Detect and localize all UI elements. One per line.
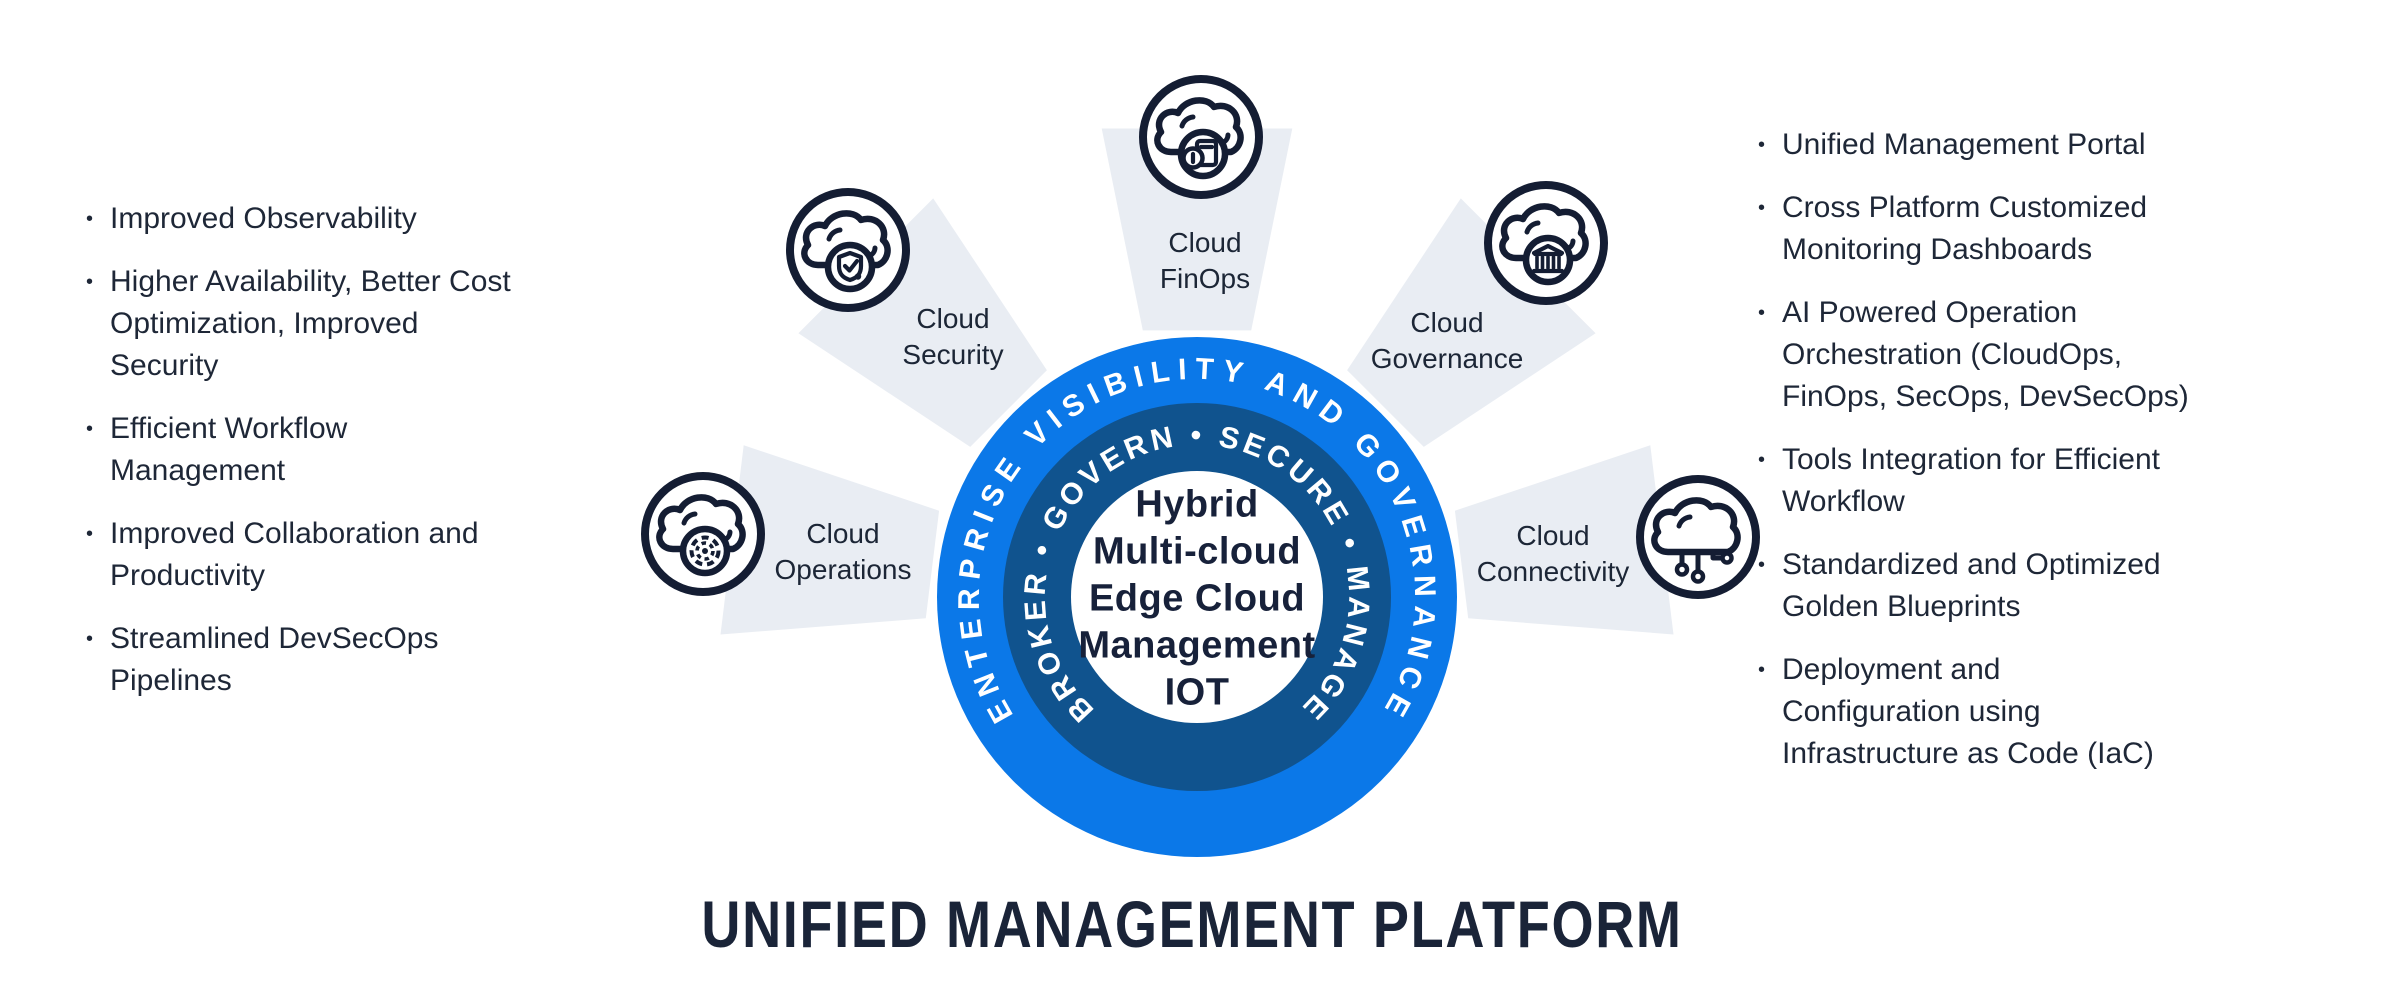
bullet-icon: • (1758, 197, 1766, 219)
features-list: • Unified Management Portal • Cross Plat… (1758, 124, 2368, 796)
feature-text: Cross Platform Customized Monitoring Das… (1782, 191, 2148, 266)
feature-text: Deployment and Configuration using Infra… (1782, 653, 2154, 770)
list-item: • Deployment and Configuration using Inf… (1758, 649, 2368, 775)
list-item: • AI Powered Operation Orchestration (Cl… (1758, 292, 2368, 418)
list-item: • Unified Management Portal (1758, 124, 2368, 166)
bullet-icon: • (86, 523, 94, 545)
spoke-ray-connectivity (1454, 445, 1674, 635)
bullet-icon: • (1758, 659, 1766, 681)
bullet-icon: • (1758, 134, 1766, 156)
list-item: • Tools Integration for Efficient Workfl… (1758, 439, 2368, 523)
bullet-icon: • (1758, 302, 1766, 324)
benefits-list: • Improved Observability • Higher Availa… (86, 198, 676, 723)
list-item: • Improved Observability (86, 198, 676, 240)
benefit-text: Higher Availability, Better Cost Optimiz… (110, 265, 511, 382)
bullet-icon: • (1758, 554, 1766, 576)
feature-text: Standardized and Optimized Golden Bluepr… (1782, 548, 2161, 623)
list-item: • Higher Availability, Better Cost Optim… (86, 261, 676, 387)
benefit-text: Improved Observability (110, 202, 417, 235)
feature-text: Unified Management Portal (1782, 128, 2146, 161)
list-item: • Cross Platform Customized Monitoring D… (1758, 187, 2368, 271)
spoke-ray-governance (1347, 198, 1596, 447)
cloud-governance-icon (1484, 181, 1608, 305)
spoke-label-cloud-governance: Cloud Governance (1370, 307, 1524, 374)
page-title: UNIFIED MANAGEMENT PLATFORM (701, 887, 1683, 961)
list-item: • Improved Collaboration and Productivit… (86, 513, 676, 597)
spoke-ray-security (798, 198, 1047, 447)
list-item: • Streamlined DevSecOps Pipelines (86, 618, 676, 702)
cloud-connectivity-icon (1636, 475, 1760, 599)
core-capabilities-text: Hybrid Multi-cloud Edge Cloud Management… (1078, 483, 1316, 714)
spoke-label-cloud-finops: Cloud FinOps (1159, 227, 1251, 294)
cloud-security-icon (786, 188, 910, 312)
bullet-icon: • (86, 628, 94, 650)
feature-text: Tools Integration for Efficient Workflow (1782, 443, 2160, 518)
spoke-label-cloud-operations: Cloud Operations (774, 518, 912, 585)
spoke-ray-operations (720, 445, 940, 635)
bullet-icon: • (86, 271, 94, 293)
list-item: • Efficient Workflow Management (86, 408, 676, 492)
spoke-label-cloud-security: Cloud Security (902, 303, 1004, 370)
benefit-text: Improved Collaboration and Productivity (110, 517, 479, 592)
list-item: • Standardized and Optimized Golden Blue… (1758, 544, 2368, 628)
bullet-icon: • (1758, 449, 1766, 471)
feature-text: AI Powered Operation Orchestration (Clou… (1782, 296, 2189, 413)
bullet-icon: • (86, 418, 94, 440)
cloud-finops-icon (1139, 75, 1263, 199)
benefit-text: Streamlined DevSecOps Pipelines (110, 622, 439, 697)
spoke-label-cloud-connectivity: Cloud Connectivity (1476, 520, 1630, 587)
bullet-icon: • (86, 208, 94, 230)
cloud-operations-icon (641, 472, 765, 596)
benefit-text: Efficient Workflow Management (110, 412, 348, 487)
core-circle (1071, 471, 1323, 723)
